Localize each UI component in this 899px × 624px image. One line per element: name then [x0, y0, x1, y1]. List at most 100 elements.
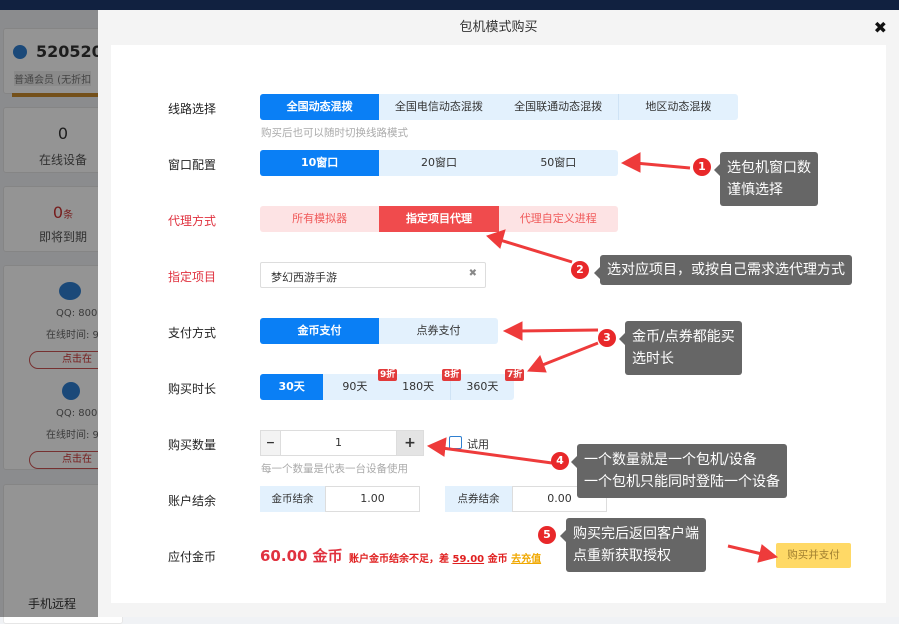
- annotation-3-number: 3: [598, 329, 616, 347]
- msg-unit: 金币: [487, 554, 508, 565]
- annotation-4-tooltip: 一个数量就是一个包机/设备一个包机只能同时登陆一个设备: [571, 444, 787, 498]
- payable-label: 应付金币: [168, 550, 217, 564]
- balance-label: 账户结余: [168, 494, 217, 508]
- discount-badge-180: 8折: [442, 369, 462, 381]
- close-icon[interactable]: ✖: [873, 18, 887, 37]
- arrow-3b: [539, 341, 599, 368]
- annotation-2-number: 2: [571, 261, 589, 279]
- annotation-4-number: 4: [551, 452, 569, 470]
- pay-selector: 金币支付 点券支付: [260, 318, 498, 344]
- proxy-selector: 所有模拟器 指定项目代理 代理自定义进程: [260, 206, 618, 232]
- insufficient-message: 账户金币结余不足，差 59.00 金币 去充值: [349, 550, 541, 565]
- line-option-unicom[interactable]: 全国联通动态混拨: [514, 100, 603, 113]
- proxy-option-all[interactable]: 所有模拟器: [292, 212, 348, 225]
- online-label: 在线设备: [38, 153, 87, 167]
- arrow-3a-head: [502, 321, 523, 341]
- project-value: 梦幻西游手游: [271, 271, 337, 284]
- annotation-text: 选包机窗口数: [727, 160, 811, 176]
- mobile-remote-label: 手机远程: [28, 597, 77, 611]
- proxy-option-custom[interactable]: 代理自定义进程: [519, 212, 597, 225]
- pay-option-ticket[interactable]: 点券支付: [416, 324, 461, 337]
- top-nav-bar: [0, 0, 899, 10]
- annotation-1-tooltip: 选包机窗口数谨慎选择: [714, 152, 818, 206]
- annotation-text: 点重新获取授权: [573, 548, 671, 564]
- coin-balance: 金币结余 1.00: [260, 486, 420, 512]
- expire-label: 即将到期: [38, 230, 87, 244]
- window-selector: 10窗口 20窗口 50窗口: [260, 150, 618, 176]
- window-option-10[interactable]: 10窗口: [260, 150, 380, 176]
- arrow-4: [441, 446, 553, 465]
- proxy-label: 代理方式: [168, 214, 217, 228]
- line-option-national[interactable]: 全国动态混拨: [260, 94, 380, 120]
- member-level: 普通会员 (无折扣: [14, 71, 92, 86]
- msg-prefix: 账户金币结余不足，差: [349, 554, 449, 565]
- annotation-text: 选时长: [632, 351, 674, 367]
- ticket-balance-label: 点券结余: [445, 486, 512, 512]
- quantity-input[interactable]: 1: [335, 436, 342, 449]
- proxy-option-project[interactable]: 指定项目代理: [379, 206, 499, 232]
- time-2: 在线时间: 9: [46, 430, 99, 441]
- quantity-stepper: − 1 +: [260, 430, 424, 456]
- arrow-5: [727, 544, 763, 556]
- arrow-1-head: [620, 152, 641, 173]
- quantity-hint: 每一个数量是代表一台设备使用: [261, 463, 408, 475]
- duration-option-30[interactable]: 30天: [260, 374, 324, 400]
- quantity-label: 购买数量: [168, 438, 217, 452]
- arrow-1: [634, 161, 691, 170]
- line-option-region[interactable]: 地区动态混拨: [617, 94, 738, 120]
- trial-label: 试用: [467, 438, 489, 451]
- discount-badge-90: 9折: [378, 369, 398, 381]
- annotation-1-number: 1: [693, 158, 711, 176]
- window-option-20[interactable]: 20窗口: [420, 156, 457, 169]
- shortfall-amount: 59.00: [452, 554, 485, 565]
- arrow-3a: [517, 328, 599, 333]
- recharge-link[interactable]: 去充值: [511, 554, 542, 565]
- annotation-text: 购买完后返回客户端: [573, 526, 699, 542]
- annotation-text: 一个包机只能同时登陆一个设备: [584, 474, 780, 490]
- discount-badge-360: 7折: [505, 369, 525, 381]
- coin-balance-value: 1.00: [325, 486, 420, 512]
- plus-button[interactable]: +: [396, 431, 423, 455]
- line-selector: 全国动态混拨 全国电信动态混拨 全国联通动态混拨 地区动态混拨: [260, 94, 738, 120]
- annotation-text: 一个数量就是一个包机/设备: [584, 452, 757, 468]
- pay-label: 支付方式: [168, 326, 217, 340]
- duration-option-90[interactable]: 90天: [342, 380, 368, 393]
- duration-option-360[interactable]: 360天: [449, 374, 514, 400]
- arrow-2: [499, 238, 573, 264]
- annotation-text: 谨慎选择: [727, 182, 783, 198]
- username: 520520: [36, 42, 103, 61]
- annotation-5-tooltip: 购买完后返回客户端点重新获取授权: [560, 518, 706, 572]
- project-select[interactable]: 梦幻西游手游 ✖: [260, 262, 486, 288]
- arrow-2-head: [486, 229, 506, 249]
- user-icon: [13, 45, 27, 59]
- support-icon: [59, 282, 81, 300]
- window-label: 窗口配置: [168, 158, 217, 172]
- line-label: 线路选择: [168, 102, 217, 116]
- coin-balance-label: 金币结余: [260, 486, 325, 512]
- annotation-text: 金币/点券都能买: [632, 329, 735, 345]
- online-count: 0: [57, 124, 69, 143]
- qq-2: QQ: 800: [56, 408, 98, 419]
- arrow-4-head: [426, 437, 447, 457]
- qq-1: QQ: 800: [56, 308, 98, 319]
- time-1: 在线时间: 9: [46, 330, 99, 341]
- pay-option-coin[interactable]: 金币支付: [260, 318, 379, 344]
- expire-count: 0: [52, 203, 64, 222]
- duration-label: 购买时长: [168, 382, 217, 396]
- expire-unit: 条: [63, 210, 74, 221]
- line-option-telecom[interactable]: 全国电信动态混拨: [394, 100, 483, 113]
- level-bar: [12, 93, 122, 97]
- arrow-3b-head: [527, 355, 547, 373]
- annotation-3-tooltip: 金币/点券都能买选时长: [619, 321, 742, 375]
- arrow-5-head: [757, 544, 779, 563]
- duration-option-180[interactable]: 180天: [402, 380, 435, 393]
- payable-amount: 60.00 金币: [260, 547, 343, 565]
- agent-icon: [62, 382, 80, 400]
- line-hint: 购买后也可以随时切换线路模式: [261, 127, 408, 139]
- modal-title: 包机模式购买: [459, 20, 538, 35]
- clear-icon[interactable]: ✖: [468, 268, 477, 279]
- minus-button[interactable]: −: [261, 431, 281, 455]
- window-option-50[interactable]: 50窗口: [540, 156, 577, 169]
- buy-and-pay-button[interactable]: 购买并支付: [776, 543, 851, 568]
- annotation-text: 选对应项目，或按自己需求选代理方式: [607, 262, 845, 278]
